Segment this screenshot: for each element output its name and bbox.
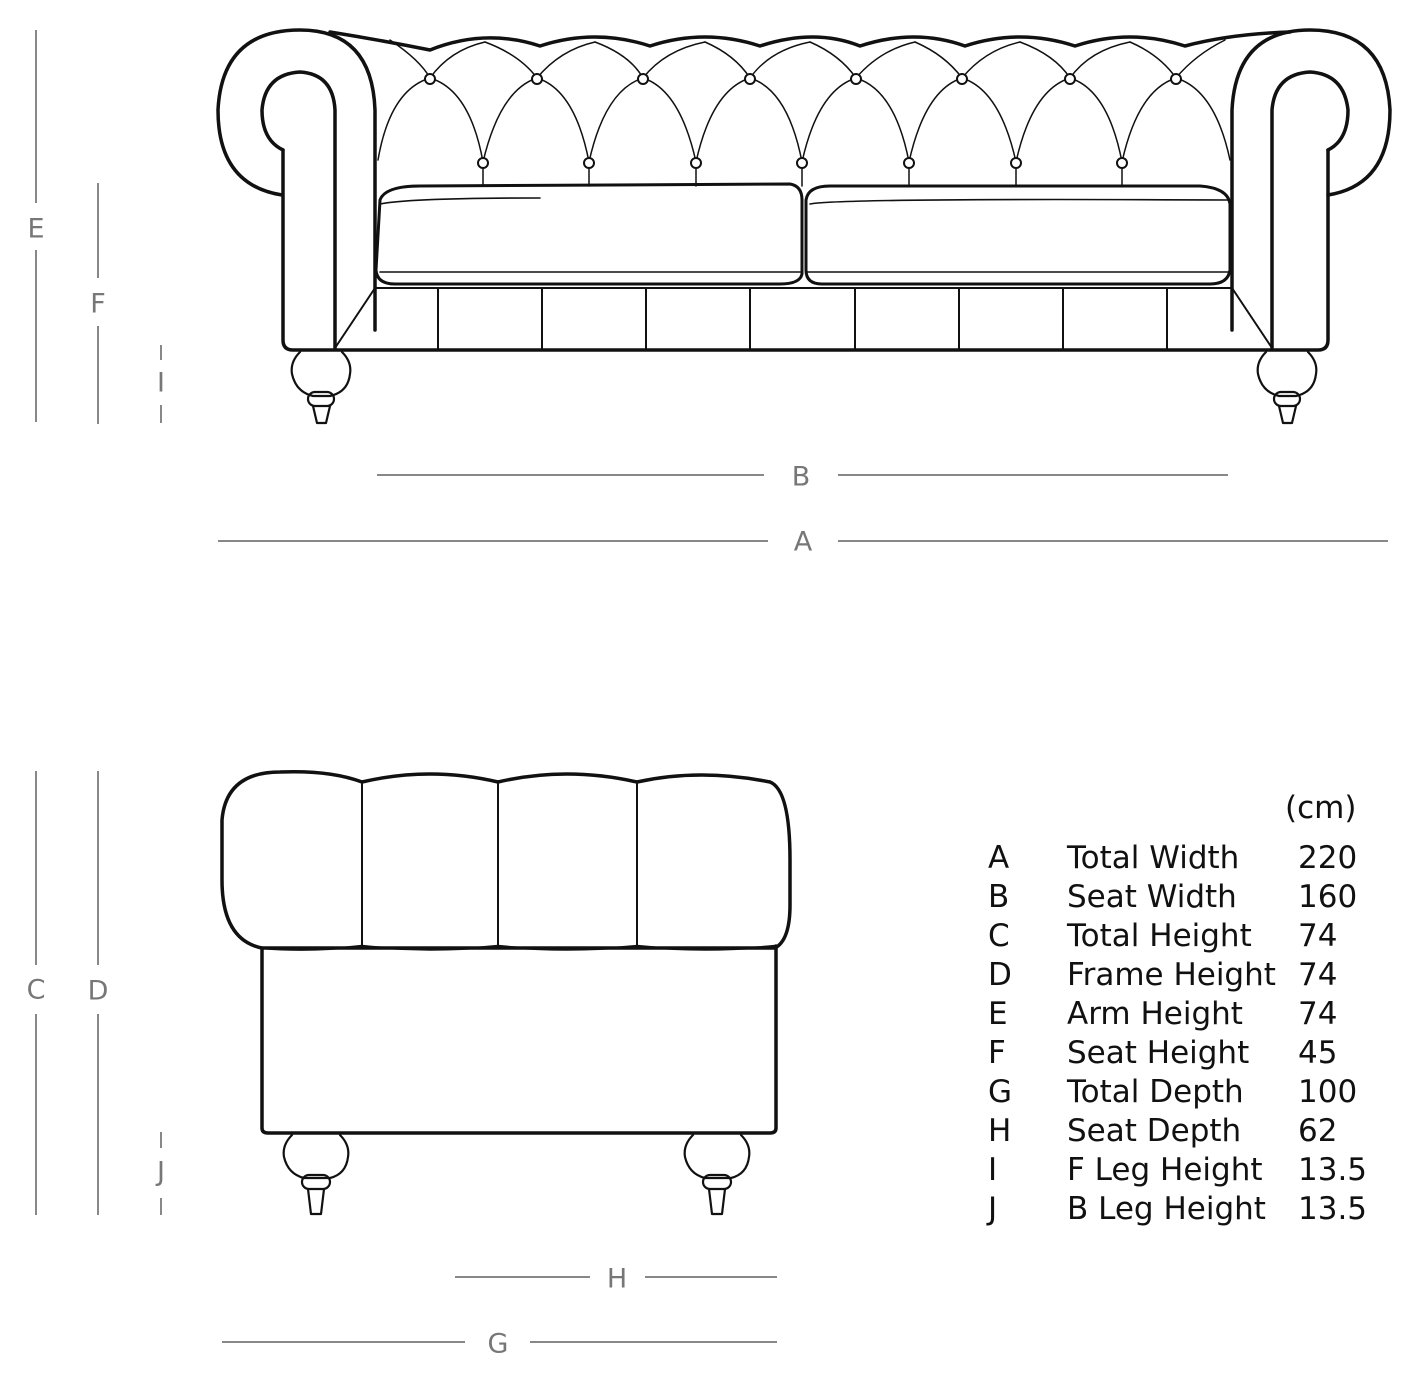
spec-key: B [988,879,1010,915]
dim-label-g: G [483,1330,513,1358]
dim-label-h: H [602,1265,632,1293]
spec-name: Seat Height [1067,1035,1250,1071]
spec-key: F [988,1035,1006,1071]
spec-name: Total Height [1067,918,1252,954]
dim-label-a: A [789,528,817,556]
spec-key: E [988,996,1008,1032]
dim-label-c: C [22,976,50,1004]
dim-label-j: J [153,1158,169,1186]
spec-name: Arm Height [1067,996,1243,1032]
spec-value: 62 [1298,1113,1338,1149]
spec-key: G [988,1074,1013,1110]
spec-key: J [988,1191,998,1227]
spec-name: B Leg Height [1067,1191,1266,1227]
spec-value: 100 [1298,1074,1358,1110]
side-view-sofa [220,769,792,1216]
dim-label-d: D [83,977,113,1005]
dim-label-b: B [787,463,815,491]
dim-label-e: E [23,215,49,243]
spec-value: 220 [1298,840,1358,876]
spec-name: Seat Depth [1067,1113,1242,1149]
side-legs [282,1133,751,1216]
front-legs [290,350,1318,425]
dim-label-f: F [86,290,110,318]
unit-label: (cm) [1285,790,1357,826]
tufting-buttons [424,73,1182,169]
spec-key: A [988,840,1010,876]
spec-name: F Leg Height [1067,1152,1263,1188]
spec-key: I [988,1152,998,1188]
spec-value: 13.5 [1298,1152,1368,1188]
spec-value: 45 [1298,1035,1338,1071]
side-dimension-lines [35,771,777,1343]
front-dimension-lines [35,30,1388,542]
front-view-sofa [216,28,1392,425]
spec-value: 160 [1298,879,1358,915]
spec-value: 74 [1298,957,1338,993]
spec-value: 74 [1298,996,1338,1032]
spec-name: Frame Height [1067,957,1276,993]
spec-name: Seat Width [1067,879,1237,915]
spec-name: Total Depth [1067,1074,1244,1110]
spec-value: 13.5 [1298,1191,1368,1227]
dim-label-i: I [153,369,169,397]
spec-key: D [988,957,1012,993]
spec-name: Total Width [1067,840,1240,876]
spec-key: H [988,1113,1012,1149]
spec-value: 74 [1298,918,1338,954]
spec-key: C [988,918,1010,954]
